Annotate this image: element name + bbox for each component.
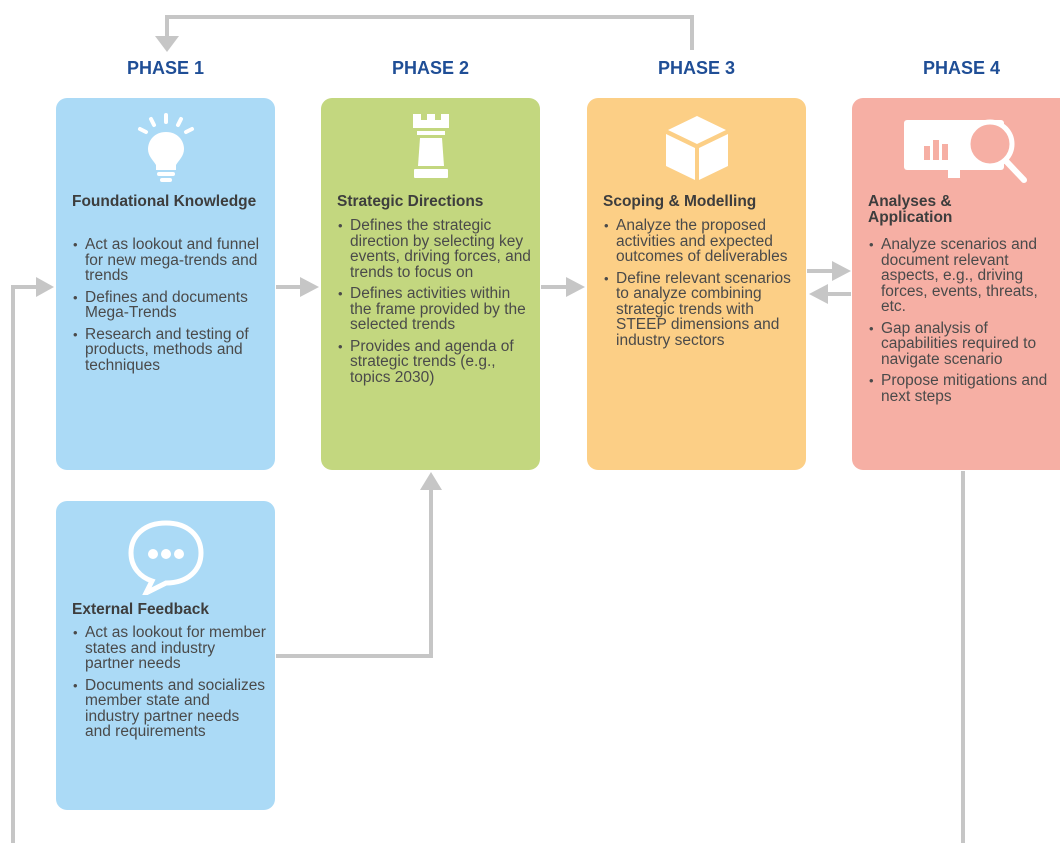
phase-4-bullet: Propose mitigations and next steps <box>868 373 1060 404</box>
phase-1-title: Foundational Knowledge <box>72 193 257 210</box>
phase-4-bullet: Gap analysis of capabilities required to… <box>868 320 1060 368</box>
phase-3-card: Scoping & Modelling Analyze the proposed… <box>587 98 806 470</box>
phase-2-bullets: Defines the strategic direction by selec… <box>337 218 532 391</box>
left-return-connector <box>11 285 36 843</box>
phase-1-label: PHASE 1 <box>126 58 205 78</box>
arrowhead-into-phase2-bottom <box>420 472 442 490</box>
phase-4-bullet: Analyze scenarios and document relevant … <box>868 237 1060 315</box>
phase-2-card: Strategic Directions Defines the strateg… <box>321 98 540 470</box>
phase-2-bullet: Defines activities within the frame prov… <box>337 286 532 333</box>
external-feedback-title: External Feedback <box>72 601 209 618</box>
external-feedback-bullet: Documents and socializes member state an… <box>72 677 267 740</box>
external-feedback-bullets: Act as lookout for member states and ind… <box>72 625 267 746</box>
external-feedback-bullet: Act as lookout for member states and ind… <box>72 625 267 672</box>
phase-4-title: Analyses & Application <box>868 193 953 226</box>
phase-3-bullet: Analyze the proposed activities and expe… <box>603 218 798 265</box>
phase-2-label: PHASE 2 <box>391 58 470 78</box>
phase-2-bullet: Defines the strategic direction by selec… <box>337 218 532 280</box>
arrowhead-into-phase4 <box>832 261 851 281</box>
phase-1-bullet: Act as lookout and funnel for new mega-t… <box>72 237 267 284</box>
arrowhead-into-phase1-left <box>36 277 54 297</box>
phase-4-card: Analyses & Application Analyze scenarios… <box>852 98 1060 470</box>
arrowhead-into-phase3-from-phase4 <box>809 284 828 304</box>
phase-3-label: PHASE 3 <box>657 58 736 78</box>
chess-rook-icon <box>409 112 453 185</box>
phase-4-bullets: Analyze scenarios and document relevant … <box>868 237 1060 410</box>
analytics-magnifier-icon <box>900 116 1030 189</box>
phase-1-bullets: Act as lookout and funnel for new mega-t… <box>72 237 267 379</box>
cube-icon <box>662 112 732 187</box>
phase-4-label: PHASE 4 <box>922 58 1001 78</box>
arrowhead-into-phase3 <box>566 277 585 297</box>
phase-3-title: Scoping & Modelling <box>603 193 757 210</box>
phase-2-title: Strategic Directions <box>337 193 484 210</box>
phase-3-bullet: Define relevant scenarios to analyze com… <box>603 270 798 349</box>
phase-1-bullet: Defines and documents Mega-Trends <box>72 289 267 321</box>
connector-feedback-to-phase2 <box>276 490 433 658</box>
phase-3-bullets: Analyze the proposed activities and expe… <box>603 218 798 354</box>
phase-1-card: Foundational Knowledge Act as lookout an… <box>56 98 275 470</box>
arrowhead-into-phase2 <box>300 277 319 297</box>
phase-2-bullet: Provides and agenda of strategic trends … <box>337 338 532 386</box>
speech-bubble-icon <box>123 515 209 600</box>
phase-1-bullet: Research and testing of products, method… <box>72 326 267 374</box>
loop-connector-phase3-to-phase1 <box>165 15 694 50</box>
lightbulb-icon <box>131 112 201 187</box>
external-feedback-card: External Feedback Act as lookout for mem… <box>56 501 275 810</box>
arrowhead-into-phase1-top <box>155 36 179 52</box>
